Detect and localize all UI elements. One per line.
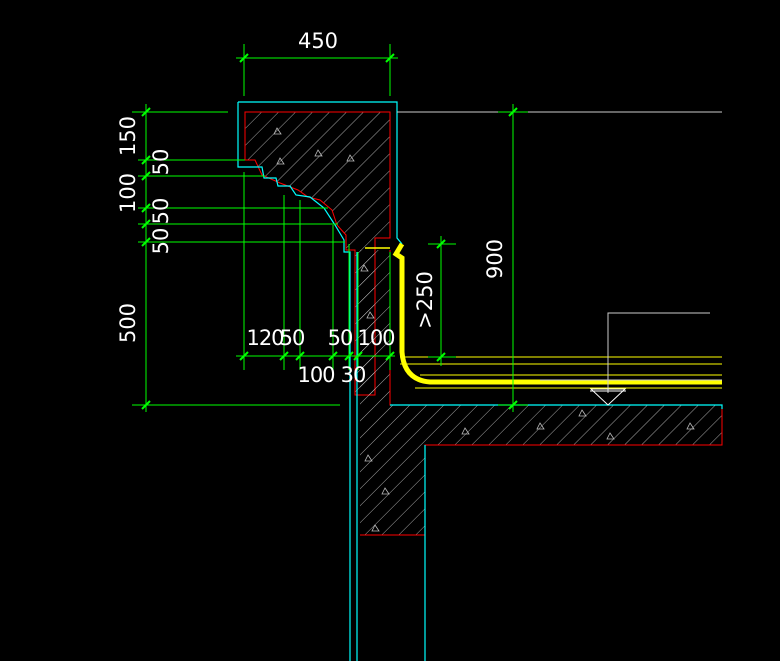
concrete-parapet [244,111,391,396]
dim-bottom-100-b: 100 [297,363,334,387]
reference-lines [397,111,722,393]
dim-left-500: 500 [116,303,140,343]
dim-upturn-250: >250 [413,271,437,329]
dim-left-100: 100 [116,173,140,213]
dim-bottom-50-b: 50 [328,326,353,350]
dimension-labels: 450 150 50 100 50 50 500 120 50 50 100 1… [116,29,507,387]
dimension-lines [132,44,528,412]
finish-outline [237,101,723,661]
dim-bottom-120: 120 [246,326,283,350]
dim-bottom-30: 30 [341,363,366,387]
dimension-ticks [141,53,518,410]
dim-bottom-50-a: 50 [280,326,305,350]
dim-left-150: 150 [116,116,140,156]
dim-left-50-b: 50 [149,198,173,225]
dim-bottom-100-a: 100 [357,326,394,350]
dim-left-50-a: 50 [149,149,173,176]
dim-left-50-c: 50 [149,228,173,255]
aggregate-marks [273,127,695,532]
level-symbol [589,388,627,406]
dim-height-900: 900 [483,239,507,279]
dim-top-width: 450 [298,29,338,53]
